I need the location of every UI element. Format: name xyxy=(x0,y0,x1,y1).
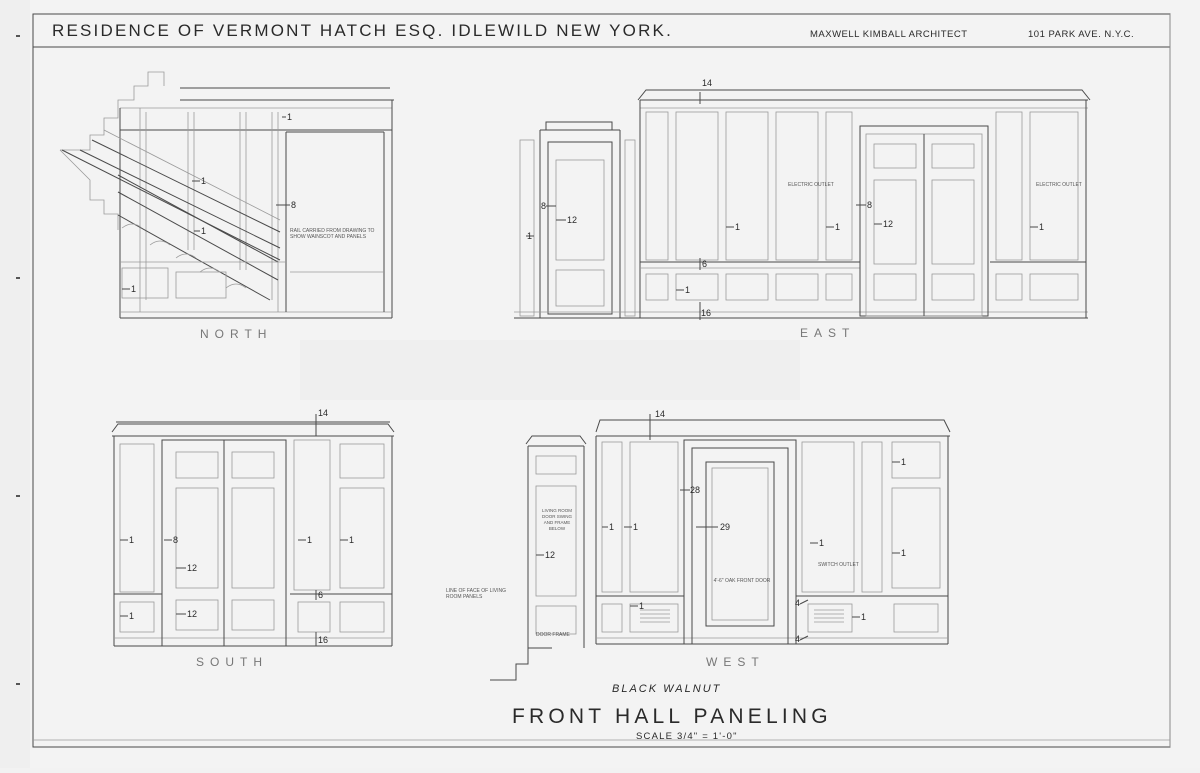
east-callout-12b: 12 xyxy=(883,219,893,229)
south-callout-1d: 1 xyxy=(349,535,354,545)
north-elevation: 1 1 1 8 1 RAIL CARRIED FROM DRAWING TO S… xyxy=(59,71,394,341)
west-note-living-room: LIVING ROOM DOOR SWING AND FRAME BELOW xyxy=(541,508,572,531)
south-callout-1b: 1 xyxy=(129,611,134,621)
east-callout-8b: 8 xyxy=(867,200,872,210)
west-callout-1c: 1 xyxy=(819,538,824,548)
west-callout-4a: 4 xyxy=(795,598,800,608)
south-callout-12b: 12 xyxy=(187,609,197,619)
west-callout-28: 28 xyxy=(690,485,700,495)
west-callout-1b: 1 xyxy=(633,522,638,532)
project-title: RESIDENCE OF VERMONT HATCH ESQ. IDLEWILD… xyxy=(52,21,673,40)
south-callout-16: 16 xyxy=(318,635,328,645)
west-note-door-frame: DOOR FRAME xyxy=(536,632,571,638)
north-callout-2: 1 xyxy=(201,176,206,186)
west-callout-14: 14 xyxy=(655,409,665,419)
west-callout-1d: 1 xyxy=(861,612,866,622)
south-view-label: SOUTH xyxy=(196,655,268,669)
north-note: RAIL CARRIED FROM DRAWING TO SHOW WAINSC… xyxy=(290,228,375,240)
west-callout-1a: 1 xyxy=(609,522,614,532)
west-callout-4b: 4 xyxy=(795,634,800,644)
architect-address: 101 PARK AVE. N.Y.C. xyxy=(1028,29,1134,40)
architect-name: MAXWELL KIMBALL ARCHITECT xyxy=(810,29,968,40)
east-callout-12: 12 xyxy=(567,215,577,225)
drawing-title: FRONT HALL PANELING xyxy=(512,705,832,728)
east-callout-1a: 1 xyxy=(735,222,740,232)
south-callout-12a: 12 xyxy=(187,563,197,573)
east-elevation: 14 8 12 1 6 1 16 8 1 12 1 1 ELECTRIC OUT… xyxy=(514,78,1091,340)
west-note-face-line: LINE OF FACE OF LIVING ROOM PANELS xyxy=(446,588,507,600)
north-callout-1: 1 xyxy=(287,112,292,122)
east-callout-6: 6 xyxy=(702,259,707,269)
west-elevation: 14 28 29 1 1 12 1 1 1 1 1 4 4 LINE OF FA… xyxy=(446,409,951,681)
east-callout-1d: 1 xyxy=(1039,222,1044,232)
south-callout-6: 6 xyxy=(318,590,323,600)
west-note-front-door: 4'-6" OAK FRONT DOOR xyxy=(713,578,771,584)
material-note: BLACK WALNUT xyxy=(612,683,721,695)
east-note-outlet-1: ELECTRIC OUTLET xyxy=(788,182,834,188)
east-callout-1b: 1 xyxy=(685,285,690,295)
east-callout-16: 16 xyxy=(701,308,711,318)
south-callout-14: 14 xyxy=(318,408,328,418)
east-callout-1e: 1 xyxy=(527,231,532,241)
south-callout-1c: 1 xyxy=(307,535,312,545)
west-callout-1g: 1 xyxy=(639,601,644,611)
west-callout-12: 12 xyxy=(545,550,555,560)
north-view-label: NORTH xyxy=(200,327,272,341)
west-callout-1e: 1 xyxy=(901,457,906,467)
drawing-scale: SCALE 3/4" = 1'-0" xyxy=(636,731,738,742)
east-callout-1c: 1 xyxy=(835,222,840,232)
south-callout-1a: 1 xyxy=(129,535,134,545)
west-view-label: WEST xyxy=(706,655,765,669)
north-callout-4: 8 xyxy=(291,200,296,210)
south-callout-8: 8 xyxy=(173,535,178,545)
east-view-label: EAST xyxy=(800,326,855,340)
west-callout-29: 29 xyxy=(720,522,730,532)
east-callout-8: 8 xyxy=(541,201,546,211)
east-note-outlet-2: ELECTRIC OUTLET xyxy=(1036,182,1082,188)
west-callout-1f: 1 xyxy=(901,548,906,558)
south-elevation: 14 1 8 12 12 1 1 1 6 16 SOUTH xyxy=(111,408,395,669)
north-callout-5: 1 xyxy=(131,284,136,294)
north-callout-3: 1 xyxy=(201,226,206,236)
west-note-switch: SWITCH OUTLET xyxy=(818,562,859,568)
east-callout-14: 14 xyxy=(702,78,712,88)
